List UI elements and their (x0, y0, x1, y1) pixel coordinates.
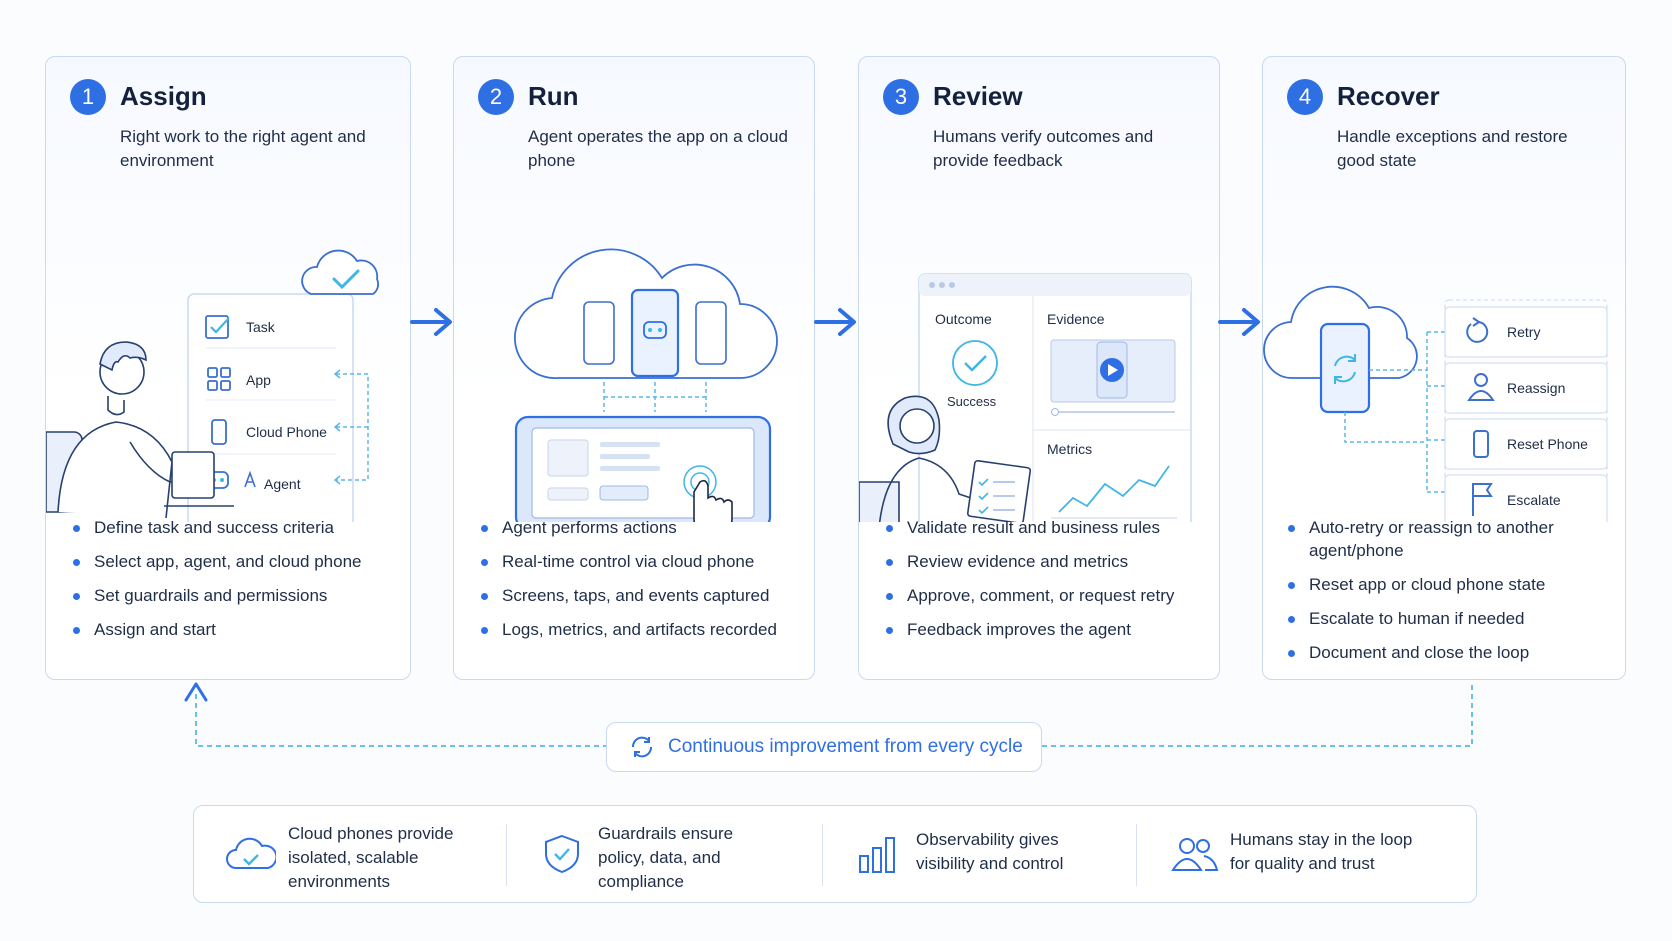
list-item: Logs, metrics, and artifacts recorded (480, 618, 822, 641)
stage-title: Review (933, 81, 1023, 111)
list-item: Validate result and business rules (885, 516, 1227, 539)
list-item: Document and close the loop (1287, 641, 1629, 664)
list-item: Review evidence and metrics (885, 550, 1227, 573)
item-label: Cloud Phone (246, 424, 327, 440)
success-label: Success (947, 394, 997, 409)
person-illustration (859, 395, 1032, 522)
divider (1136, 824, 1137, 886)
stage-title: Assign (120, 81, 207, 111)
stage-card-assign: 1 Assign Right work to the right agent a… (45, 56, 411, 680)
item-label: Task (246, 319, 276, 335)
robot-icon (643, 321, 667, 339)
list-item-task: Task (205, 315, 276, 339)
step-number-badge: 2 (478, 79, 514, 115)
action-escalate: Escalate (1444, 474, 1608, 522)
stage-bullets: Validate result and business rules Revie… (885, 516, 1227, 652)
phone-icon (695, 301, 727, 365)
arrow-up-icon (184, 682, 208, 702)
feature-text: Observability gives visibility and contr… (916, 830, 1064, 873)
list-item-cloud-phone: Cloud Phone (211, 419, 327, 445)
list-item: Real-time control via cloud phone (480, 550, 822, 573)
list-item: Select app, agent, and cloud phone (72, 550, 414, 573)
people-icon (1171, 838, 1219, 871)
cloud-check-icon (226, 837, 276, 869)
outcome-label: Outcome (935, 311, 992, 327)
shield-check-icon (545, 834, 579, 874)
list-item: Feedback improves the agent (885, 618, 1227, 641)
arrow-right-icon (1218, 308, 1260, 336)
stage-bullets: Define task and success criteria Select … (72, 516, 414, 652)
line-chart-icon (1058, 465, 1170, 513)
feature-text: Humans stay in the loop for quality and … (1230, 830, 1413, 873)
divider (506, 824, 507, 886)
phone-icon (630, 288, 680, 378)
person-illustration (46, 341, 234, 519)
action-reassign: Reassign (1444, 362, 1608, 414)
action-label: Retry (1507, 324, 1540, 340)
loop-label: Continuous improvement from every cycle (668, 736, 1023, 757)
item-label: App (246, 372, 271, 388)
list-item: Screens, taps, and events captured (480, 584, 822, 607)
list-item: Assign and start (72, 618, 414, 641)
run-illustration (514, 248, 778, 522)
list-item: Define task and success criteria (72, 516, 414, 539)
hand-pointer-icon (693, 479, 733, 522)
user-icon (1474, 373, 1488, 387)
bar-chart-icon (859, 837, 895, 873)
retry-icon (1466, 321, 1489, 343)
arrow-right-icon (410, 308, 452, 336)
list-item: Auto-retry or reassign to another agent/… (1287, 516, 1579, 562)
check-circle-icon (952, 340, 998, 386)
phone-icon (583, 301, 615, 365)
recover-illustration: Retry Reassign Reset Phone Escalate (1263, 285, 1608, 522)
stage-card-run: 2 Run Agent operates the app on a cloud … (453, 56, 815, 680)
refresh-icon (1334, 355, 1356, 383)
stage-bullets: Auto-retry or reassign to another agent/… (1287, 516, 1629, 675)
stage-subtitle: Right work to the right agent and enviro… (120, 127, 366, 170)
item-label: Agent (264, 476, 301, 492)
continuous-improvement-badge: Continuous improvement from every cycle (606, 722, 1042, 772)
action-retry: Retry (1444, 306, 1608, 358)
feature-text: Guardrails ensure policy, data, and comp… (598, 824, 734, 891)
flag-icon (1472, 483, 1493, 516)
evidence-label: Evidence (1047, 311, 1105, 327)
list-item: Set guardrails and permissions (72, 584, 414, 607)
list-item: Agent performs actions (480, 516, 822, 539)
step-number-badge: 4 (1287, 79, 1323, 115)
step-number-badge: 1 (70, 79, 106, 115)
stage-title: Run (528, 81, 579, 111)
divider (822, 824, 823, 886)
features-bar: Cloud phones provide isolated, scalable … (193, 805, 1477, 903)
list-item: Approve, comment, or request retry (885, 584, 1227, 607)
cloud-check-icon (301, 249, 380, 295)
list-item-app: App (207, 367, 271, 391)
metrics-label: Metrics (1047, 441, 1092, 457)
phone-icon (1473, 430, 1489, 458)
review-illustration: Outcome Success Evidence Metrics (859, 273, 1192, 522)
stage-subtitle: Agent operates the app on a cloud phone (528, 127, 788, 170)
list-item: Escalate to human if needed (1287, 607, 1629, 630)
step-number-badge: 3 (883, 79, 919, 115)
assign-illustration: Task App Cloud Phone Agent (46, 249, 380, 522)
action-reset-phone: Reset Phone (1444, 418, 1608, 470)
stage-card-recover: 4 Recover Handle exceptions and restore … (1262, 56, 1626, 680)
list-item: Reset app or cloud phone state (1287, 573, 1629, 596)
stage-title: Recover (1337, 81, 1440, 111)
action-label: Reassign (1507, 380, 1565, 396)
stage-card-review: 3 Review Humans verify outcomes and prov… (858, 56, 1220, 680)
cycle-icon (631, 736, 653, 758)
feature-text: Cloud phones provide isolated, scalable … (288, 824, 454, 891)
stage-bullets: Agent performs actions Real-time control… (480, 516, 822, 652)
arrow-right-icon (814, 308, 856, 336)
stage-subtitle: Handle exceptions and restore good state (1337, 127, 1568, 170)
action-label: Reset Phone (1507, 436, 1588, 452)
stage-subtitle: Humans verify outcomes and provide feedb… (933, 127, 1154, 170)
action-label: Escalate (1507, 492, 1561, 508)
